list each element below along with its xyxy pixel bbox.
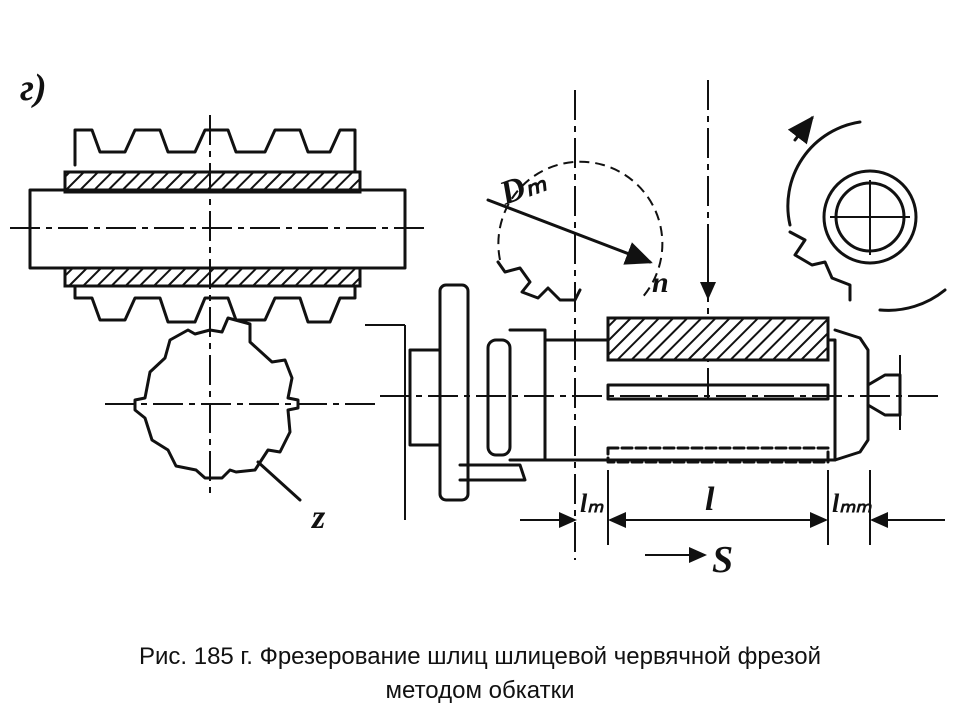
- spline-shaft-section: z: [105, 316, 380, 536]
- l-out-label: lₘₘ: [832, 489, 872, 518]
- s-label: S: [712, 539, 733, 581]
- l-in-label: lₘ: [580, 489, 604, 518]
- hob-side-view: [10, 115, 425, 495]
- n-label: n: [652, 266, 669, 299]
- l-label: l: [705, 481, 715, 518]
- milling-diagram: г) z Dₘ n: [10, 67, 947, 581]
- panel-label: г): [20, 67, 47, 109]
- workpiece-assembly: lₘ l lₘₘ S: [365, 283, 945, 581]
- figure-caption: Рис. 185 г. Фрезерование шлиц шлицевой ч…: [0, 640, 960, 708]
- rotation-wheel: [786, 115, 947, 312]
- caption-line-2: методом обкатки: [385, 677, 575, 704]
- caption-line-1: Рис. 185 г. Фрезерование шлиц шлицевой ч…: [138, 643, 822, 670]
- z-label: z: [311, 499, 326, 536]
